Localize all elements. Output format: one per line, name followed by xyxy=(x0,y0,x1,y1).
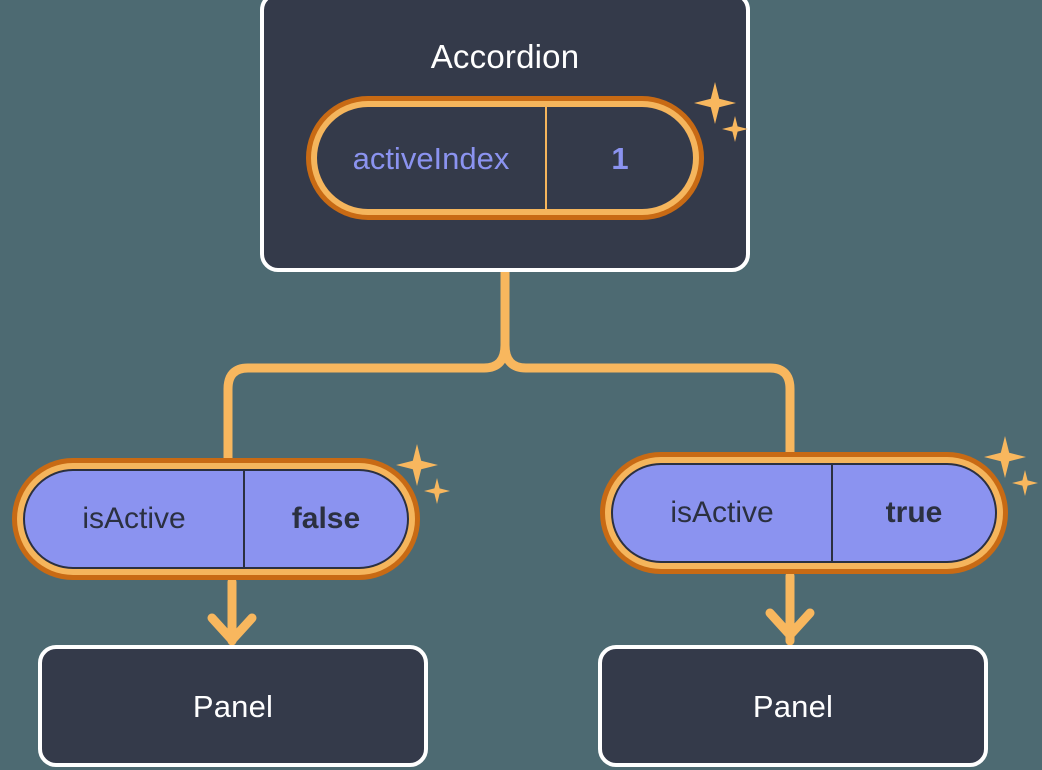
card-title-panel: Panel xyxy=(752,688,834,724)
connector-branch-right xyxy=(500,340,795,460)
pill-inner-ring: activeIndex 1 xyxy=(311,101,699,215)
state-key-label: activeIndex xyxy=(352,140,510,176)
pill-inner-ring: isActive true xyxy=(605,457,1003,569)
card-title-accordion: Accordion xyxy=(430,38,580,75)
sparkle-star-small xyxy=(1012,470,1038,496)
arrowhead-right xyxy=(765,608,815,640)
component-card-panel-right[interactable]: Panel xyxy=(598,645,988,767)
state-value-label: false xyxy=(243,471,407,567)
pill-core: isActive true xyxy=(611,463,997,563)
card-title-panel: Panel xyxy=(192,688,274,724)
state-pill-active-index[interactable]: activeIndex 1 xyxy=(306,96,704,220)
pill-inner-ring: isActive false xyxy=(17,463,415,575)
state-pill-is-active-true[interactable]: isActive true xyxy=(600,452,1008,574)
state-key-label: isActive xyxy=(82,502,186,535)
pill-core: isActive false xyxy=(23,469,409,569)
sparkle-star-small xyxy=(424,478,450,504)
state-pill-is-active-false[interactable]: isActive false xyxy=(12,458,420,580)
component-card-panel-left[interactable]: Panel xyxy=(38,645,428,767)
state-key-label: isActive xyxy=(670,496,774,529)
arrowhead-left xyxy=(207,613,257,645)
state-value-label: true xyxy=(831,465,995,561)
connector-branch-left xyxy=(223,340,510,465)
pill-core: activeIndex 1 xyxy=(317,107,693,209)
state-value-label: 1 xyxy=(545,107,693,209)
